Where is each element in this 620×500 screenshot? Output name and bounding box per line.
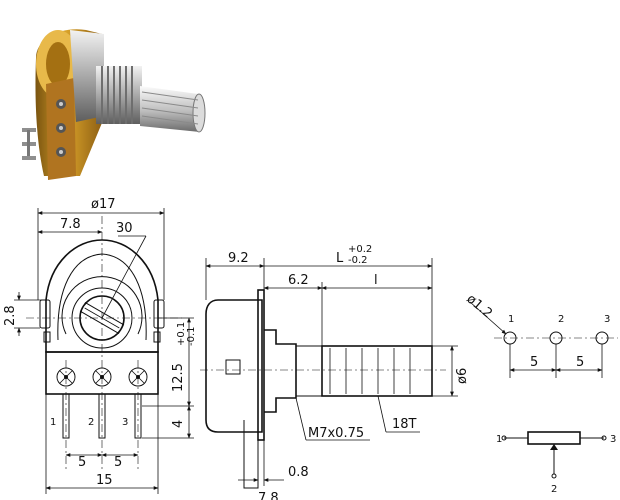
dim-shaft-diameter: ø6	[455, 368, 470, 384]
footprint-pitch-b: 5	[576, 355, 584, 370]
dim-height-right: 12.5	[171, 363, 186, 392]
front-view: ø17 7.8 30 2.8 12.5 +0.1-0.1 4 1 2 3 5 5…	[3, 197, 197, 494]
dim-length-tol-plus: +0.2	[348, 244, 372, 255]
schematic-symbol: 1 3 2	[496, 431, 616, 495]
dim-knurl-length: l	[374, 273, 378, 288]
dim-pitch-b: 5	[114, 455, 122, 470]
label-knurl: 18T	[392, 417, 417, 432]
dim-length-tol-minus: -0.2	[348, 255, 368, 266]
dim-width: 15	[96, 473, 113, 488]
label-thread: M7x0.75	[308, 426, 364, 441]
footprint-pin-1: 1	[508, 314, 514, 325]
dim-angle: 30	[116, 221, 133, 236]
dim-length: L	[336, 251, 344, 266]
pcb-footprint: ø1.2 1 2 3 5 5	[463, 292, 618, 378]
dim-shaft-offset: 9.2	[228, 251, 249, 266]
dim-pin-length: 4	[171, 420, 186, 428]
footprint-pitch-a: 5	[530, 355, 538, 370]
dim-overall-diameter: ø17	[91, 197, 116, 212]
pin-label-3: 3	[122, 417, 128, 428]
dim-tab-thickness: 0.8	[288, 465, 309, 480]
pin-label-2: 2	[88, 417, 94, 428]
dim-pitch-a: 5	[78, 455, 86, 470]
schematic-pin-2: 2	[551, 484, 557, 495]
side-view: 9.2 L +0.2 -0.2 6.2 l ø6 M7x0.75 18T 0.8…	[200, 244, 470, 500]
dim-hole-diameter: ø1.2	[463, 292, 495, 322]
footprint-pin-2: 2	[558, 314, 564, 325]
schematic-pin-1: 1	[496, 434, 502, 445]
pin-label-1: 1	[50, 417, 56, 428]
product-photo	[22, 29, 206, 180]
dim-height-right-tol: +0.1-0.1	[176, 322, 197, 346]
dim-offset: 7.8	[60, 217, 81, 232]
dim-thread-length: 6.2	[288, 273, 309, 288]
dim-tab-partial: 7.8	[258, 491, 279, 500]
schematic-pin-3: 3	[610, 434, 616, 445]
dim-height-left: 2.8	[3, 305, 18, 326]
footprint-pin-3: 3	[604, 314, 610, 325]
